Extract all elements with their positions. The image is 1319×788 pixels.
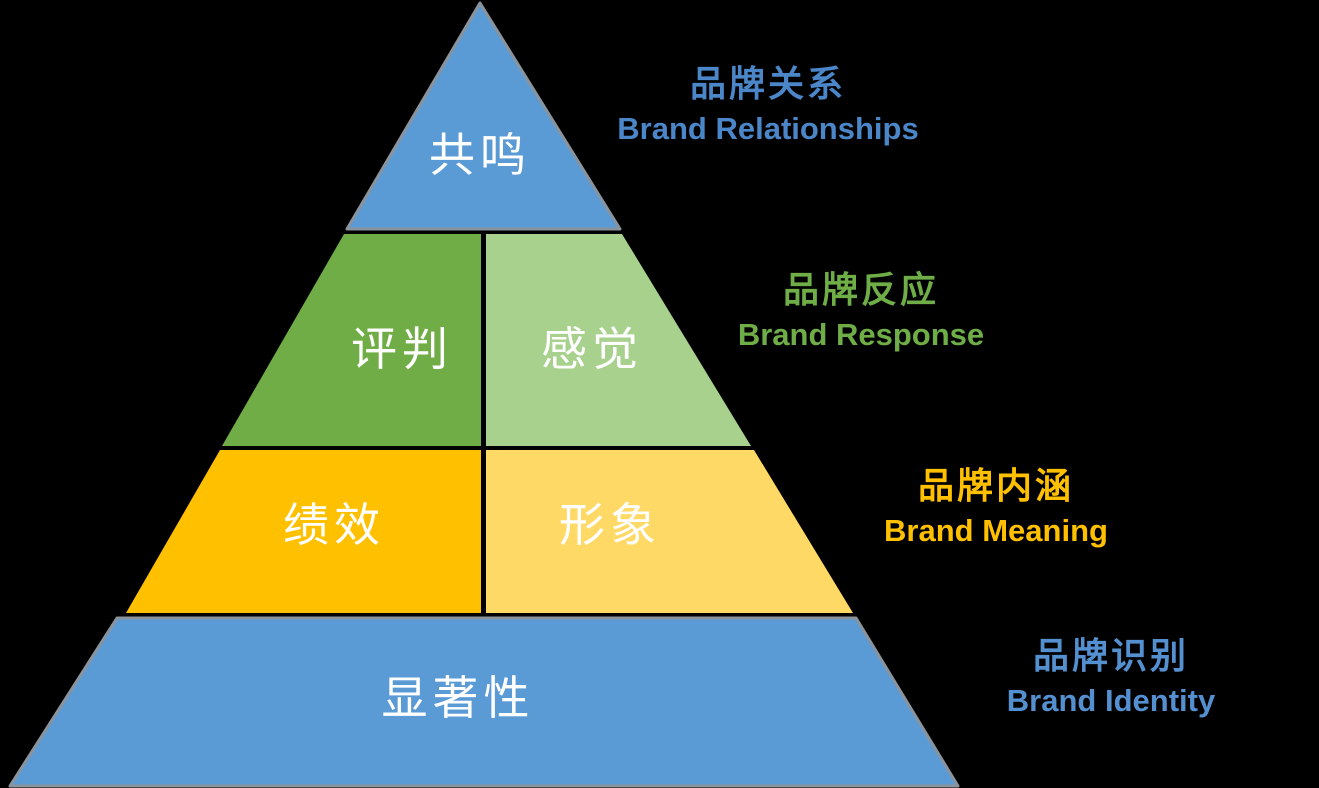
cell-label-imagery: 形象 xyxy=(559,499,661,551)
annotation-brand-response-cn: 品牌反应 xyxy=(782,269,939,310)
pyramid-cell-imagery xyxy=(486,450,853,613)
cell-label-judgments: 评判 xyxy=(351,323,453,375)
annotation-brand-meaning: 品牌内涵 Brand Meaning xyxy=(884,464,1108,552)
annotation-brand-meaning-cn: 品牌内涵 xyxy=(917,465,1074,506)
pyramid-cell-performance xyxy=(126,450,481,613)
pyramid-cell-salience xyxy=(8,616,960,788)
annotation-brand-response: 品牌反应 Brand Response xyxy=(738,268,984,356)
annotation-brand-identity-cn: 品牌识别 xyxy=(1032,635,1189,676)
annotation-brand-relationships-en: Brand Relationships xyxy=(617,111,919,146)
pyramid-cell-resonance xyxy=(345,1,622,231)
annotation-brand-relationships-cn: 品牌关系 xyxy=(689,63,846,104)
cell-label-salience: 显著性 xyxy=(381,672,535,724)
annotation-brand-relationships: 品牌关系 Brand Relationships xyxy=(617,62,918,150)
pyramid-cell-judgments xyxy=(222,234,481,446)
annotation-brand-identity: 品牌识别 Brand Identity xyxy=(1007,634,1215,722)
cell-label-performance: 绩效 xyxy=(283,499,385,551)
annotation-brand-identity-en: Brand Identity xyxy=(1006,683,1216,718)
annotation-brand-meaning-en: Brand Meaning xyxy=(884,513,1108,548)
cell-label-feelings: 感觉 xyxy=(541,323,643,375)
cell-label-resonance: 共鸣 xyxy=(429,129,531,181)
pyramid-cell-feelings xyxy=(486,234,751,446)
annotation-brand-response-en: Brand Response xyxy=(737,317,985,352)
